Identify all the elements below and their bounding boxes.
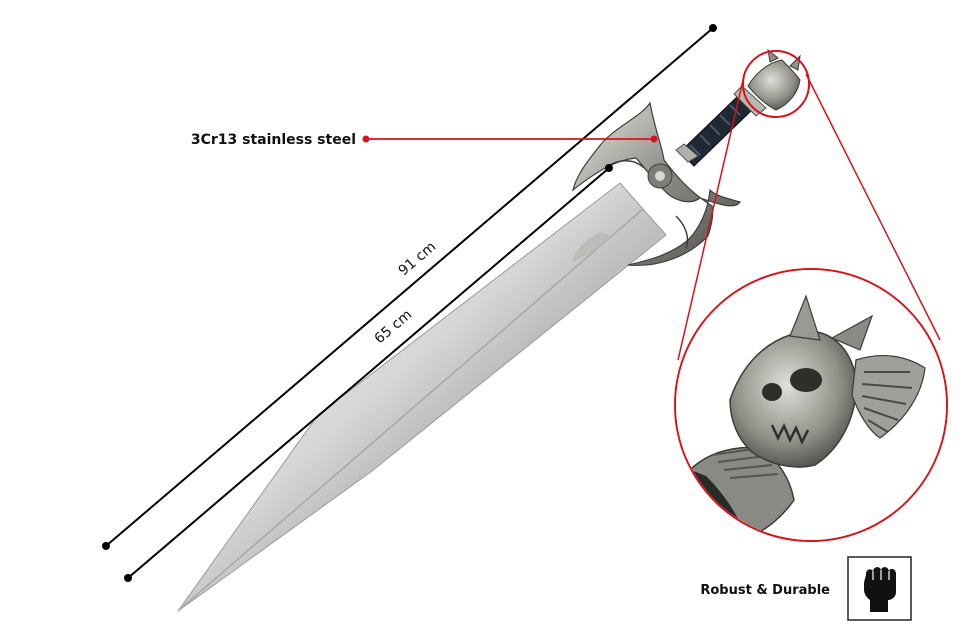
sword-crossguard (571, 101, 741, 267)
pommel-closeup (676, 270, 946, 540)
feature-badge (847, 556, 912, 621)
material-callout (362, 135, 658, 143)
sword-hilt (675, 48, 801, 167)
feature-label: Robust & Durable (700, 583, 830, 598)
total-length-label: 91 cm (396, 239, 440, 279)
raised-fist-icon (864, 567, 896, 612)
material-label: 3Cr13 stainless steel (191, 132, 356, 148)
blade-length-line (124, 164, 613, 582)
total-length-line (102, 24, 717, 550)
sword-blade (177, 182, 667, 612)
